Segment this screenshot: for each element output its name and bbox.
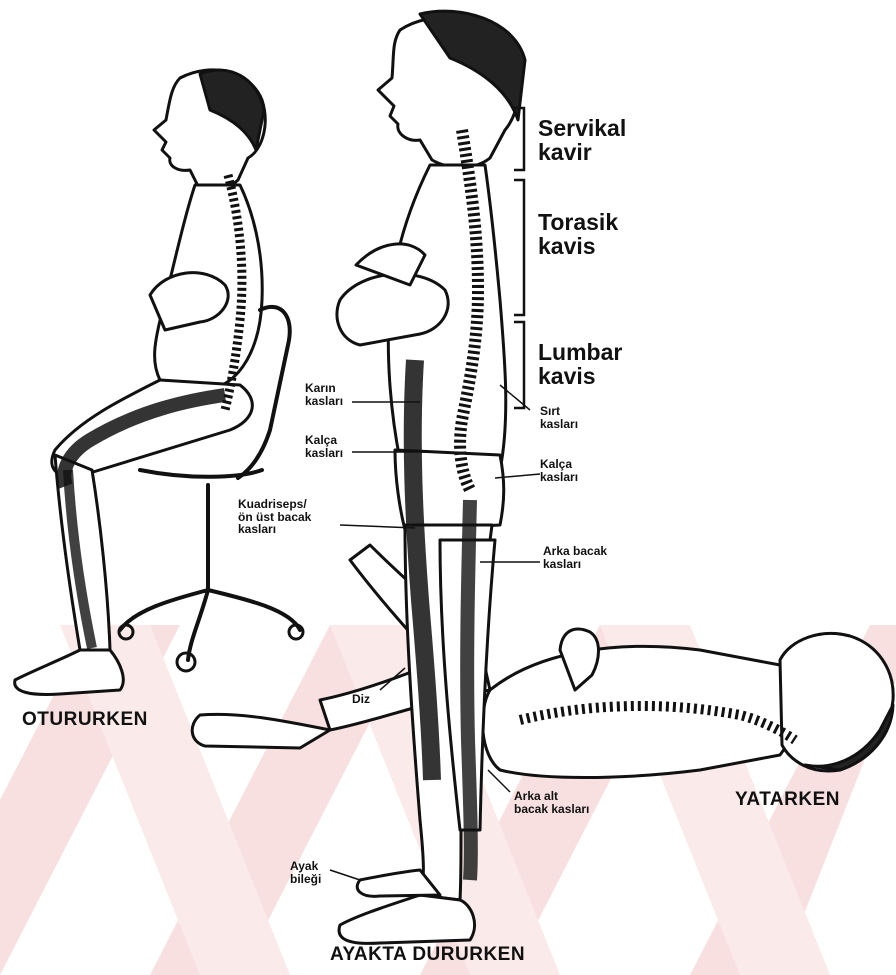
label-ayak-line2: bileği <box>290 873 321 886</box>
label-sirt: Sırt kasları <box>540 405 578 430</box>
label-sirt-line1: Sırt <box>540 405 578 418</box>
label-kuadriseps-line1: Kuadriseps/ <box>238 498 311 511</box>
label-kalca-left: Kalça kasları <box>305 434 343 459</box>
label-arka-alt: Arka alt bacak kasları <box>514 790 589 815</box>
label-sirt-line2: kasları <box>540 418 578 431</box>
label-torasik-line2: kavis <box>538 234 618 258</box>
label-ayak-bilegi: Ayak bileği <box>290 860 321 885</box>
label-arka-bacak-line1: Arka bacak <box>543 545 607 558</box>
label-kuadriseps-line3: kasları <box>238 523 311 536</box>
label-torasik-line1: Torasik <box>538 210 618 234</box>
label-servikal-line1: Servikal <box>538 116 626 140</box>
label-kuadriseps: Kuadriseps/ ön üst bacak kasları <box>238 498 311 536</box>
label-lumbar-line2: kavis <box>538 364 622 388</box>
label-arka-bacak-line2: kasları <box>543 558 607 571</box>
label-arka-alt-line2: bacak kasları <box>514 803 589 816</box>
label-servikal-line2: kavir <box>538 140 626 164</box>
label-karin-line2: kasları <box>305 395 343 408</box>
caption-standing: AYAKTA DURURKEN <box>330 945 525 965</box>
label-diz: Diz <box>352 693 370 706</box>
label-karin-line1: Karın <box>305 382 343 395</box>
label-karin: Karın kasları <box>305 382 343 407</box>
label-arka-alt-line1: Arka alt <box>514 790 589 803</box>
caption-sitting: OTURURKEN <box>22 710 148 730</box>
label-lumbar: Lumbar kavis <box>538 340 622 388</box>
label-servikal: Servikal kavir <box>538 116 626 164</box>
caption-lying: YATARKEN <box>735 790 840 810</box>
label-kalca-left-line2: kasları <box>305 447 343 460</box>
label-kalca-right-line1: Kalça <box>540 458 578 471</box>
label-arka-bacak: Arka bacak kasları <box>543 545 607 570</box>
label-kalca-left-line1: Kalça <box>305 434 343 447</box>
label-ayak-line1: Ayak <box>290 860 321 873</box>
label-lumbar-line1: Lumbar <box>538 340 622 364</box>
label-torasik: Torasik kavis <box>538 210 618 258</box>
label-kalca-right-line2: kasları <box>540 471 578 484</box>
label-kalca-right: Kalça kasları <box>540 458 578 483</box>
